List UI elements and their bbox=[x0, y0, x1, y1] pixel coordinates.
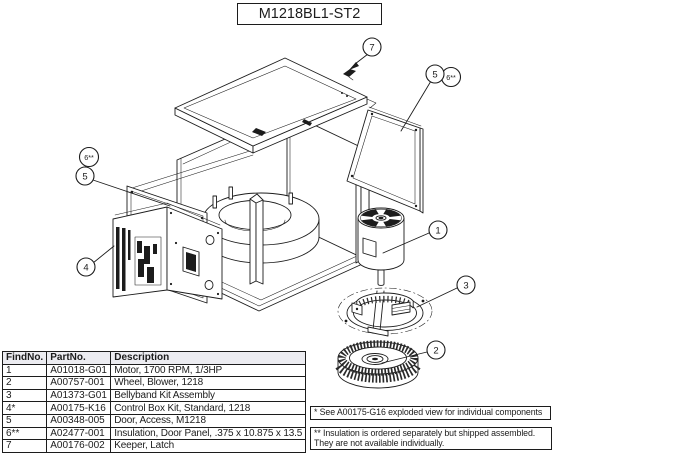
drawing-title: M1218BL1-ST2 bbox=[237, 3, 382, 25]
callout-6-door-left: 6** bbox=[78, 146, 100, 168]
blower-wheel bbox=[335, 340, 421, 389]
column-header-partno: PartNo. bbox=[46, 351, 112, 365]
cell-description: Insulation, Door Panel, .375 x 10.875 x … bbox=[110, 426, 307, 441]
cell-partno: A00757-001 bbox=[46, 376, 112, 390]
cell-findno: 3 bbox=[1, 388, 48, 403]
table-row: 4* A00175-K16 Control Box Kit, Standard,… bbox=[1, 401, 307, 415]
latch-keeper bbox=[343, 69, 356, 81]
footnote-insulation: ** Insulation is ordered separately but … bbox=[310, 427, 552, 451]
cabinet-lid bbox=[174, 57, 377, 154]
svg-text:7: 7 bbox=[369, 43, 374, 54]
callout-3-bellyband: 3 bbox=[456, 275, 476, 295]
cell-partno: A00348-005 bbox=[46, 413, 112, 428]
callout-5-door-right: 5 bbox=[425, 64, 445, 84]
table-row: 7 A00176-002 Keeper, Latch bbox=[1, 439, 307, 453]
footnote-exploded-view: * See A00175-G16 exploded view for indiv… bbox=[310, 406, 551, 420]
svg-text:3: 3 bbox=[463, 281, 468, 292]
svg-text:1: 1 bbox=[435, 226, 440, 237]
svg-text:4: 4 bbox=[83, 263, 88, 274]
column-header-description: Description bbox=[110, 351, 307, 365]
parts-table-header-row: FindNo. PartNo. Description bbox=[1, 351, 307, 365]
table-row: 6** A02477-001 Insulation, Door Panel, .… bbox=[1, 426, 307, 441]
callout-2-wheel: 2 bbox=[426, 340, 446, 360]
cell-findno: 2 bbox=[1, 376, 48, 390]
cell-description: Door, Access, M1218 bbox=[110, 413, 307, 428]
callout-1-motor: 1 bbox=[428, 220, 448, 240]
svg-text:6**: 6** bbox=[84, 153, 94, 162]
cell-partno: A02477-001 bbox=[46, 426, 112, 441]
column-header-findno: FindNo. bbox=[1, 351, 48, 365]
parts-table: FindNo. PartNo. Description 1 A01018-G01… bbox=[1, 351, 307, 453]
svg-text:5: 5 bbox=[82, 172, 87, 183]
cell-partno: A01373-G01 bbox=[46, 388, 112, 403]
cell-description: Bellyband Kit Assembly bbox=[110, 388, 307, 403]
table-row: 1 A01018-G01 Motor, 1700 RPM, 1/3HP bbox=[1, 363, 307, 378]
callout-leader-lines bbox=[92, 53, 458, 364]
cell-description: Keeper, Latch bbox=[110, 439, 307, 453]
cell-findno: 5 bbox=[1, 413, 48, 428]
cell-findno: 7 bbox=[1, 439, 48, 453]
callout-4-control-box: 4 bbox=[76, 257, 96, 277]
svg-text:2: 2 bbox=[433, 346, 438, 357]
table-row: 5 A00348-005 Door, Access, M1218 bbox=[1, 413, 307, 428]
cell-partno: A00176-002 bbox=[46, 439, 112, 453]
table-row: 3 A01373-G01 Bellyband Kit Assembly bbox=[1, 388, 307, 403]
cell-description: Wheel, Blower, 1218 bbox=[110, 376, 307, 390]
table-row: 2 A00757-001 Wheel, Blower, 1218 bbox=[1, 376, 307, 390]
callout-5-door-left: 5 bbox=[75, 166, 95, 186]
cell-findno: 1 bbox=[1, 363, 48, 378]
bellyband bbox=[337, 287, 433, 337]
cell-partno: A00175-K16 bbox=[46, 401, 112, 415]
callout-6-door-right: 6** bbox=[440, 66, 462, 88]
svg-text:5: 5 bbox=[432, 70, 437, 81]
cell-findno: 4* bbox=[1, 401, 48, 415]
cell-description: Control Box Kit, Standard, 1218 bbox=[110, 401, 307, 415]
svg-text:6**: 6** bbox=[446, 73, 456, 82]
door-panel-right bbox=[346, 106, 424, 214]
motor bbox=[357, 207, 405, 286]
cell-findno: 6** bbox=[1, 426, 48, 441]
cell-description: Motor, 1700 RPM, 1/3HP bbox=[110, 363, 307, 378]
control-box bbox=[112, 202, 223, 300]
callout-7-keeper: 7 bbox=[362, 37, 382, 57]
cell-partno: A01018-G01 bbox=[46, 363, 112, 378]
